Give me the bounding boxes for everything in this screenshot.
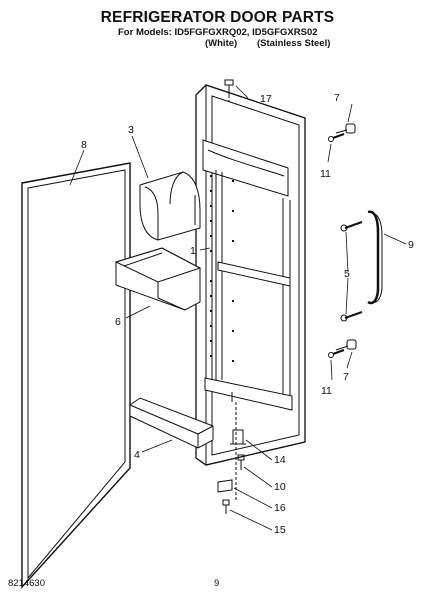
variant-steel-label: (Stainless Steel) <box>257 38 331 49</box>
callout-10: 10 <box>274 481 286 493</box>
callout-3: 3 <box>128 124 134 136</box>
callout-1: 1 <box>190 245 196 257</box>
document-number: 8214630 <box>8 578 45 589</box>
callout-7-upper: 7 <box>334 92 340 104</box>
hinge-pin-16 <box>217 479 233 493</box>
page-title: REFRIGERATOR DOOR PARTS <box>100 9 335 26</box>
screw-11-upper <box>328 133 345 142</box>
door-bin <box>114 247 202 311</box>
callout-7-lower: 7 <box>343 371 349 383</box>
variant-white-label: (White) <box>205 38 238 49</box>
callout-6: 6 <box>115 316 121 328</box>
callout-15: 15 <box>274 524 286 536</box>
watermark-text: AppliancePartsPros.com <box>140 9 295 24</box>
liner-rib-dots <box>210 175 234 362</box>
callout-9: 9 <box>408 239 414 251</box>
hinge-bushing-14 <box>230 429 246 445</box>
handle-screw-lower <box>340 311 363 322</box>
models-label: For Models: ID5FGFGXRQ02, ID5GFGXRS02 <box>118 27 318 38</box>
callout-8: 8 <box>81 139 87 151</box>
callout-17: 17 <box>260 93 272 105</box>
door-handle <box>367 210 383 305</box>
page-number: 9 <box>214 578 220 589</box>
door-gasket <box>21 162 131 589</box>
callout-4: 4 <box>134 449 140 461</box>
screw-15 <box>222 499 230 514</box>
callout-14: 14 <box>274 454 286 466</box>
dairy-door <box>139 171 201 241</box>
bottom-bin <box>129 397 214 449</box>
plug-7-lower <box>335 339 357 351</box>
callout-16: 16 <box>274 502 286 514</box>
door-liner <box>195 84 306 466</box>
screw-17 <box>224 79 234 104</box>
leader-lines <box>69 85 407 531</box>
callout-5: 5 <box>344 268 350 280</box>
handle-screw-upper <box>340 221 363 232</box>
callout-11-lower: 11 <box>321 385 332 397</box>
callout-11-upper: 11 <box>320 168 331 180</box>
plug-7-upper <box>335 123 356 134</box>
screw-10 <box>237 454 245 470</box>
screw-11-lower <box>328 349 345 358</box>
